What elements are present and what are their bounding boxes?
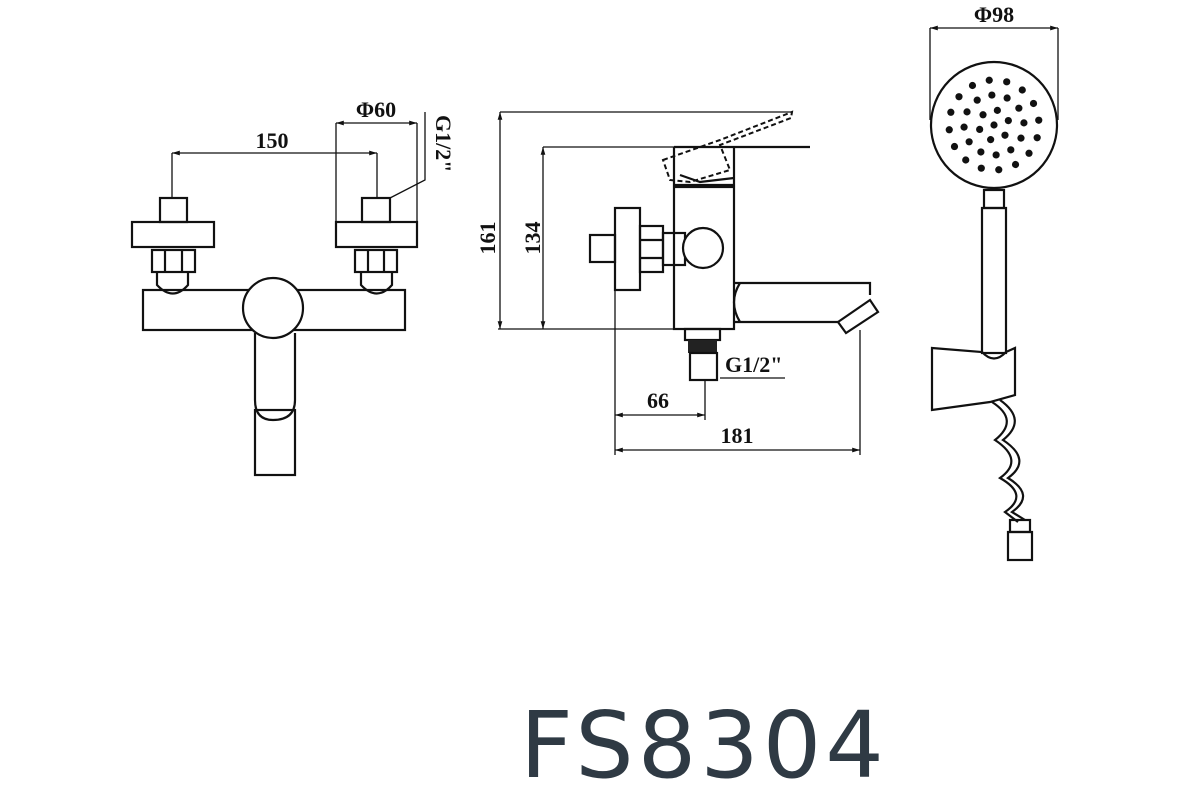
nozzle-dot [945, 126, 953, 134]
nozzle-dot [1033, 134, 1041, 142]
nozzle-dot [995, 166, 1003, 174]
nozzle-dot [968, 81, 977, 90]
nozzle-dot [1004, 117, 1012, 125]
dim-inlet-thread: G1/2" [431, 115, 456, 172]
front-view: 150 Φ60 G1/2" [130, 97, 456, 477]
nozzle-dot [955, 93, 963, 101]
nozzle-dot [1011, 160, 1020, 169]
dim-outlet-thread: G1/2" [725, 352, 782, 377]
nozzle-dot [976, 125, 984, 133]
nozzle-dot [1001, 131, 1009, 139]
nozzle-dot [1018, 86, 1026, 94]
nozzle-dot [1029, 99, 1038, 108]
nozzle-dot [973, 96, 981, 104]
dim-outlet-offset: 66 [647, 388, 669, 413]
nozzle-dot [1007, 146, 1015, 154]
nozzle-dot [985, 76, 993, 84]
nozzle-dot [962, 156, 970, 164]
nozzle-dot [990, 121, 998, 129]
model-number: FS8304 [520, 692, 888, 799]
nozzle-dot [993, 106, 1001, 114]
dim-spacing: 150 [256, 128, 289, 153]
nozzle-dot [979, 111, 987, 119]
nozzle-dot [977, 164, 985, 172]
nozzle-dot [1020, 119, 1028, 127]
dim-flange-diameter: Φ60 [356, 97, 396, 122]
nozzle-dot [1017, 134, 1025, 142]
nozzle-dot [947, 108, 955, 116]
nozzle-dot [992, 151, 1000, 159]
nozzle-dot [988, 91, 996, 99]
nozzle-dot [1003, 78, 1011, 86]
nozzle-dot [960, 123, 968, 131]
nozzle-dot [977, 148, 985, 156]
nozzle-dot [1035, 116, 1043, 124]
dim-head-diameter: Φ98 [974, 2, 1014, 27]
dim-spout-reach: 181 [721, 423, 754, 448]
nozzle-dot [950, 142, 959, 151]
dim-overall-height: 161 [475, 222, 500, 255]
nozzle-dot [1015, 104, 1023, 112]
nozzle-dot [965, 138, 973, 146]
shower-head-view: Φ98 [929, 2, 1059, 562]
nozzle-dot [963, 108, 971, 116]
side-view: 161 134 G1/2" 66 181 [475, 110, 880, 455]
nozzle-dot [987, 136, 995, 144]
dim-body-height: 134 [520, 222, 545, 255]
nozzle-dot [1025, 149, 1033, 157]
nozzle-dot [1003, 94, 1011, 102]
